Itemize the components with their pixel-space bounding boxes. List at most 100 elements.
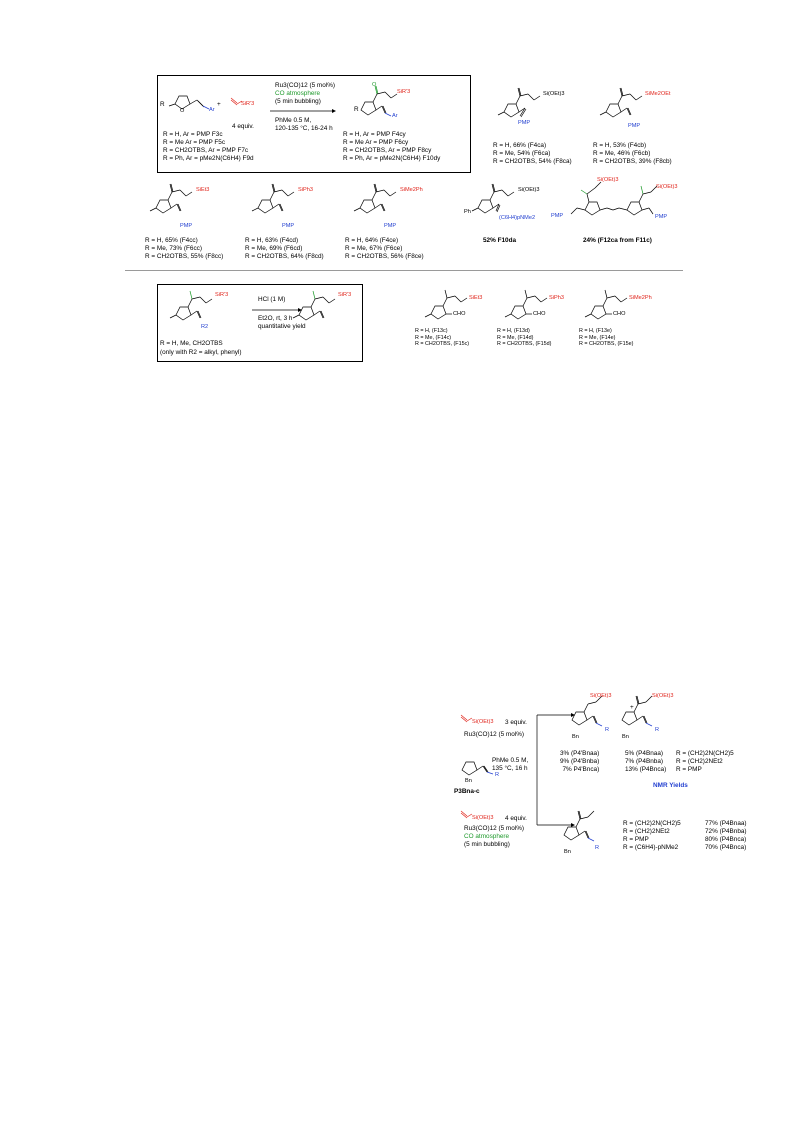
- yield-line: R = CH2OTBS, 55% (F8cc): [145, 253, 224, 260]
- aldehyde-line: R = H, (F13e): [579, 328, 612, 334]
- f13e-list: R = H, (F13e) R = Me, (F14e) R = CH2OTBS…: [579, 328, 633, 348]
- product-f4cb-structure: [599, 87, 643, 118]
- final-r-line: R = (C6H4)-pNMe2: [623, 844, 679, 851]
- f4cd-n-substituent: PMP: [282, 223, 295, 229]
- upper-reagent: Si(OEt)3: [472, 719, 494, 725]
- aldehyde-line: R = Me, (F14e): [579, 334, 616, 341]
- product-f4cd-structure: [251, 183, 295, 214]
- start-r-label: R: [160, 101, 165, 108]
- product-substituent-line: R = H, Ar = PMP F4cy: [343, 131, 406, 138]
- final-r-line: R = (CH2)2NEt2: [623, 828, 670, 835]
- hydrolysis-reagent: HCl (1 M): [258, 296, 286, 303]
- f4cc-yield-list: R = H, 65% (F4cc) R = Me, 73% (F6cc) R =…: [145, 237, 223, 261]
- lower-vinylsilane: [460, 810, 473, 819]
- aldehyde-line: R = CH2OTBS, (F15e): [579, 341, 634, 347]
- substrate-r: R: [495, 772, 500, 778]
- product-substituent-line: R = CH2OTBS, Ar = PMP F8cy: [343, 147, 432, 154]
- ketone-product-silyl: Si(OEt)3: [652, 693, 674, 699]
- final-yield-line: 70% (P4Bnca): [705, 844, 747, 851]
- product-f4cc-structure: [149, 183, 193, 214]
- f4ce-silyl: SiMe2Ph: [400, 187, 423, 193]
- product-r-label: R: [354, 106, 359, 113]
- yield-line: R = H, 66% (F4ca): [493, 142, 547, 149]
- f4cb-n-substituent: PMP: [628, 123, 641, 129]
- reaction-arrow-top: [270, 109, 336, 113]
- final-yield-line: 72% (P4Bnba): [705, 828, 747, 835]
- upper-catalyst: Ru3(CO)12 (5 mol%): [464, 731, 525, 738]
- f4cc-n-substituent: PMP: [180, 223, 193, 229]
- f4ca-n-substituent: PMP: [518, 120, 531, 126]
- yield-line: R = CH2OTBS, 39% (F8cb): [593, 158, 672, 165]
- f13c-silyl: SiEt3: [469, 295, 483, 301]
- nmr-yield-line: 3% (P4'Bnaa): [560, 750, 600, 757]
- aldehyde-line: R = Me, (F14c): [415, 334, 452, 341]
- f10da-r-label: Ph: [464, 209, 471, 215]
- start-substituent-list: R = H, Ar = PMP F3c R = Me Ar = PMP F5c …: [163, 131, 254, 163]
- product-f10da-structure: [471, 183, 515, 214]
- hydrolysis-start-structure: [169, 290, 213, 321]
- ketone-o-label: O: [372, 82, 377, 88]
- yield-line: R = Me, 69% (F6cd): [245, 245, 303, 252]
- ketone-product-bn: Bn: [622, 734, 629, 740]
- pyrrole-substrate-structure: [461, 761, 494, 776]
- f4ca-silyl: Si(OEt)3: [543, 91, 565, 97]
- aldehyde-f13d-structure: [504, 289, 548, 320]
- hydrolysis-yield: quantitative yield: [258, 323, 306, 330]
- nmr-yield-line: 7% (P4Bnba): [625, 758, 664, 765]
- aldehyde-line: R = H, (F13d): [497, 328, 530, 334]
- nmr-col3: R = (CH2)2N(CH2)5 R = (CH2)2NEt2 R = PMP: [676, 750, 734, 774]
- aldehyde-line: R = Me, (F14d): [497, 334, 534, 341]
- yield-line: R = H, 63% (F4cd): [245, 237, 299, 244]
- section-divider: [125, 270, 683, 271]
- f13d-silyl: SiPh3: [549, 295, 564, 301]
- nmr-r-line: R = PMP: [676, 766, 702, 773]
- f4cd-yield-list: R = H, 63% (F4cd) R = Me, 69% (F6cd) R =…: [245, 237, 324, 261]
- branch-arrows: [536, 713, 575, 827]
- f10da-silyl: Si(OEt)3: [518, 187, 540, 193]
- hydrolysis-product-silyl: SiR'3: [338, 292, 352, 298]
- furan-imine-starting-material: [168, 95, 210, 110]
- f4cb-yield-list: R = H, 53% (F4cb) R = Me, 46% (F6cb) R =…: [593, 142, 672, 166]
- bubbling-label: (5 min bubbling): [275, 98, 321, 105]
- upper-vinylsilane: [460, 714, 473, 723]
- product-substituent-line: R = Ph, Ar = pMe2N(C6H4) F10dy: [343, 155, 441, 162]
- aldehyde-line: R = CH2OTBS, (F15d): [497, 341, 552, 347]
- product-sir3-label: SiR'3: [397, 89, 411, 95]
- conditions-label: 120-135 °C, 16-24 h: [275, 125, 333, 132]
- substrate-bn: Bn: [465, 778, 472, 784]
- hydrolysis-product-structure: [292, 290, 336, 321]
- final-yield-line: 77% (P4Bnaa): [705, 820, 747, 827]
- prime-product-r: R: [605, 727, 610, 733]
- f12ca-yield: 24% (F12ca from F11c): [583, 237, 652, 244]
- start-ar-label: Ar: [209, 107, 215, 113]
- reaction-scheme-box-top: [157, 75, 471, 173]
- f4ce-n-substituent: PMP: [384, 223, 397, 229]
- yield-line: R = Me, 73% (F6cc): [145, 245, 202, 252]
- substrate-label: P3Bna-c: [454, 788, 480, 795]
- product-f4ca-structure: [497, 87, 541, 118]
- hydrolysis-arrow: [252, 308, 302, 312]
- yield-line: R = H, 64% (F4ce): [345, 237, 399, 244]
- vinylsilane-label: SiR'3: [241, 101, 255, 107]
- final-product-r: R: [595, 845, 600, 851]
- nmr-yield-line: 13% (P4Bnca): [625, 766, 667, 773]
- yield-line: R = Me, 54% (F6ca): [493, 150, 551, 157]
- reagent-equiv: 4 equiv.: [232, 123, 254, 130]
- nmr-yields-label: NMR Yields: [653, 782, 688, 789]
- lower-equiv: 4 equiv.: [505, 815, 527, 822]
- product-substituent-line: R = Me Ar = PMP F6cy: [343, 139, 409, 146]
- f13c-cho: CHO: [453, 311, 466, 317]
- yield-line: R = Me, 67% (F6ce): [345, 245, 403, 252]
- f4ca-yield-list: R = H, 66% (F4ca) R = Me, 54% (F6ca) R =…: [493, 142, 572, 166]
- pyrrole-final-product-structure: [563, 810, 595, 842]
- f4cb-silyl: SiMe2OEt: [645, 91, 671, 97]
- final-product-bn: Bn: [564, 849, 571, 855]
- f4cc-silyl: SiEt3: [196, 187, 210, 193]
- nmr-r-line: R = (CH2)2N(CH2)5: [676, 750, 734, 757]
- final-r-list: R = (CH2)2N(CH2)5 R = (CH2)2NEt2 R = PMP…: [623, 820, 681, 852]
- nmr-yield-line: 9% (P4'Bnba): [560, 758, 600, 765]
- f13d-list: R = H, (F13d) R = Me, (F14d) R = CH2OTBS…: [497, 328, 551, 348]
- vinylsilane-reagent: [230, 97, 243, 106]
- prime-product-silyl: Si(OEt)3: [590, 693, 612, 699]
- pyrrole-ketone-product-structure: [621, 695, 653, 727]
